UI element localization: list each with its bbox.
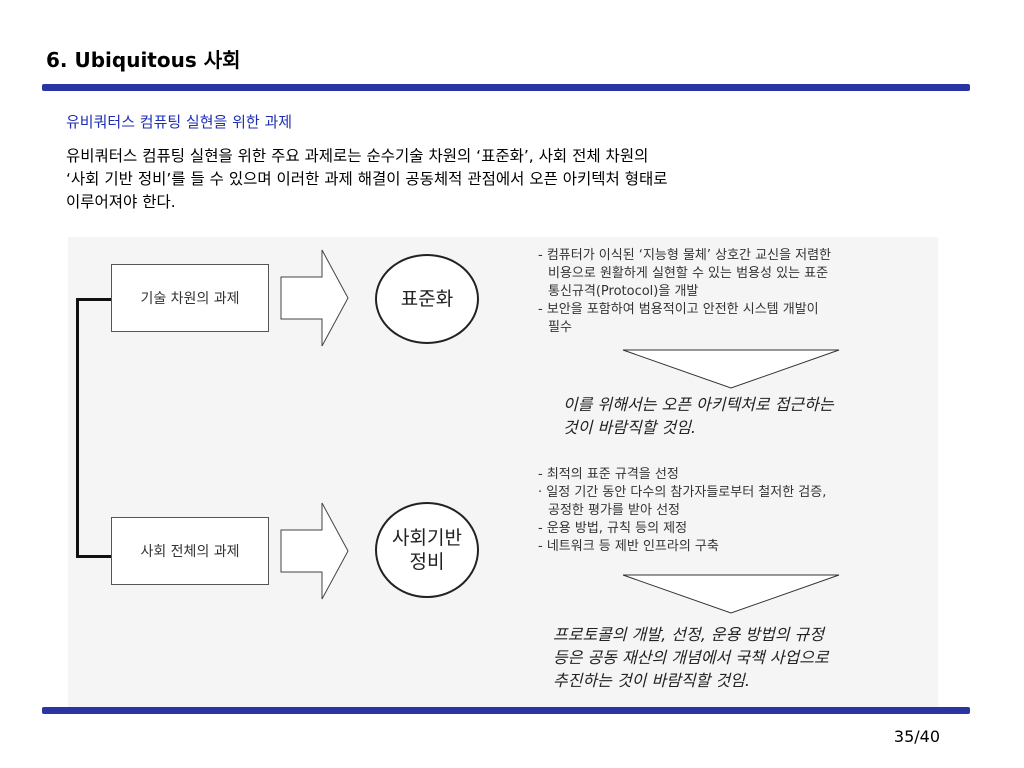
tech-bullet-list: - 컴퓨터가 이식된 ‘지능형 물체’ 상호간 교신을 저렴한 비용으로 원활하… (538, 247, 831, 337)
section-subtitle: 유비쿼터스 컴퓨팅 실현을 위한 과제 (66, 113, 293, 131)
note-line: 프로토콜의 개발, 선정, 운용 방법의 규정 (553, 625, 825, 644)
tech-conclusion-note: 이를 위해서는 오픈 아키텍처로 접근하는 것이 바람직할 것임. (563, 393, 834, 439)
bullet-item: 공정한 평가를 받아 선정 (548, 503, 680, 518)
bullet-item: 비용으로 원활하게 실현할 수 있는 범용성 있는 표준 (548, 266, 829, 281)
note-line: 추진하는 것이 바람직할 것임. (553, 671, 750, 690)
down-triangle-icon (622, 574, 840, 614)
bullet-item: - 최적의 표준 규격을 선정 (538, 467, 679, 482)
bracket-line (76, 298, 112, 301)
social-challenge-box: 사회 전체의 과제 (111, 517, 269, 585)
bracket-line (76, 555, 112, 558)
page-number: 35/40 (893, 727, 940, 746)
bullet-item: 통신규격(Protocol)을 개발 (548, 284, 699, 299)
diagram-panel: 기술 차원의 과제 사회 전체의 과제 표준화 사회기반 정비 - 컴퓨터가 이… (68, 237, 938, 707)
bullet-item: - 컴퓨터가 이식된 ‘지능형 물체’ 상호간 교신을 저렴한 (538, 248, 832, 263)
bullet-item: - 보안을 포함하여 범용적이고 안전한 시스템 개발이 (538, 302, 819, 317)
bullet-item: · 일정 기간 동안 다수의 참가자들로부터 철저한 검증, (538, 485, 827, 500)
down-triangle-icon (622, 349, 840, 389)
circle-label: 사회기반 (392, 527, 462, 549)
infrastructure-circle: 사회기반 정비 (375, 502, 479, 598)
bracket-line (76, 298, 79, 558)
bottom-divider (42, 707, 970, 714)
social-conclusion-note: 프로토콜의 개발, 선정, 운용 방법의 규정 등은 공동 재산의 개념에서 국… (553, 623, 829, 692)
intro-line: 유비쿼터스 컴퓨팅 실현을 위한 주요 과제로는 순수기술 차원의 ‘표준화’,… (66, 147, 649, 165)
standardization-circle: 표준화 (375, 254, 479, 344)
circle-label: 표준화 (400, 288, 454, 310)
top-divider (42, 84, 970, 91)
bullet-item: - 네트워크 등 제반 인프라의 구축 (538, 539, 719, 554)
intro-line: 이루어져야 한다. (66, 193, 176, 211)
note-line: 이를 위해서는 오픈 아키텍처로 접근하는 (563, 395, 834, 414)
intro-line: ‘사회 기반 정비’를 들 수 있으며 이러한 과제 해결이 공동체적 관점에서… (66, 170, 668, 188)
note-line: 것이 바람직할 것임. (563, 418, 697, 437)
note-line: 등은 공동 재산의 개념에서 국책 사업으로 (553, 648, 829, 667)
intro-paragraph: 유비쿼터스 컴퓨팅 실현을 위한 주요 과제로는 순수기술 차원의 ‘표준화’,… (66, 145, 946, 214)
bullet-item: 필수 (548, 320, 572, 335)
bullet-item: - 운용 방법, 규칙 등의 제정 (538, 521, 688, 536)
tech-challenge-box: 기술 차원의 과제 (111, 264, 269, 332)
circle-label: 정비 (409, 551, 445, 573)
social-bullet-list: - 최적의 표준 규격을 선정 · 일정 기간 동안 다수의 참가자들로부터 철… (538, 466, 826, 556)
slide-title: 6. Ubiquitous 사회 (46, 48, 241, 72)
right-arrow-icon (280, 502, 349, 600)
right-arrow-icon (280, 249, 349, 347)
